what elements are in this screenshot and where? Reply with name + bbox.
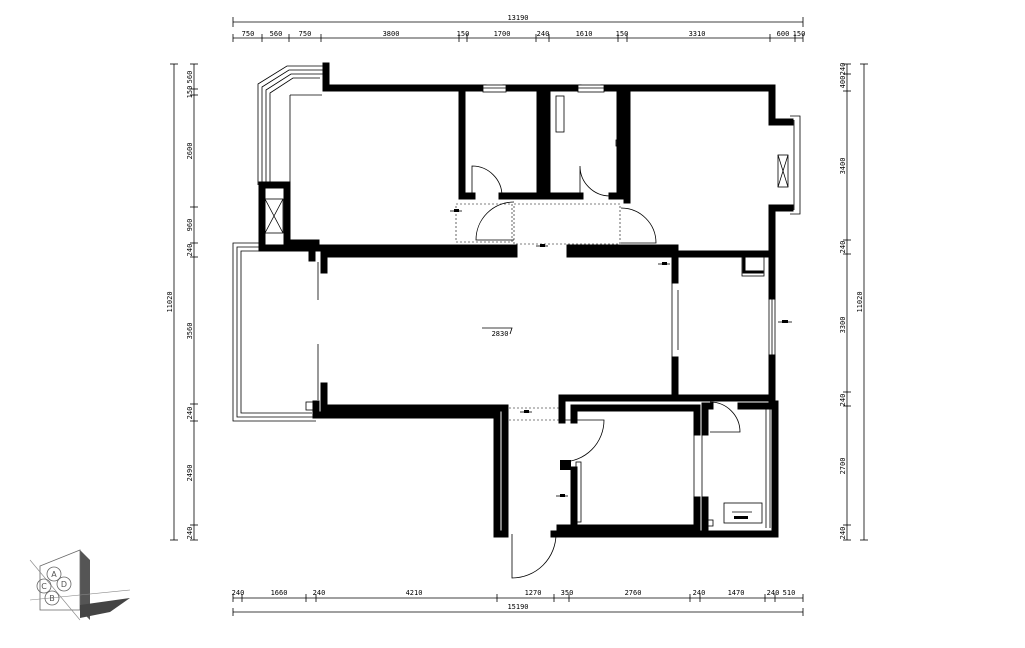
living-room-label: 2830	[482, 327, 513, 338]
top-dim-1: 750	[242, 30, 255, 38]
top-windows	[482, 84, 605, 93]
left-balcony	[232, 242, 319, 422]
right-side-windows	[671, 270, 776, 528]
bottom-dim-ticks	[232, 594, 804, 602]
left-dim-2: 150	[186, 86, 194, 99]
doors	[471, 165, 741, 579]
right-dim-4: 240	[839, 241, 847, 254]
right-dim-2: 400	[839, 76, 847, 89]
bottom-dim-3: 240	[313, 589, 326, 597]
top-dim-12: 150	[793, 30, 806, 38]
top-dim-ticks	[232, 34, 804, 42]
left-dim-7: 240	[186, 407, 194, 420]
bottom-dim-4: 4210	[406, 589, 423, 597]
left-dimension-lines: 11020 560 150 2600 960 240 3560 240 2490…	[166, 63, 198, 541]
fixtures	[555, 95, 765, 527]
bottom-dim-5: 1270	[525, 589, 542, 597]
top-dim-6: 1700	[494, 30, 511, 38]
bottom-dim-8: 240	[693, 589, 706, 597]
top-dim-2: 560	[270, 30, 283, 38]
top-overall-dim: 13190	[507, 14, 528, 22]
exterior-walls	[258, 62, 794, 538]
logo-letter-a: A	[51, 570, 57, 579]
left-dim-8: 2490	[186, 465, 194, 482]
left-overall-dim: 11020	[166, 291, 174, 312]
left-dim-1: 560	[186, 71, 194, 84]
top-dim-10: 3310	[689, 30, 706, 38]
bay-window-top-left	[257, 65, 326, 185]
dashed-openings	[455, 203, 621, 421]
bottom-dim-6: 350	[561, 589, 574, 597]
left-dim-9: 240	[186, 527, 194, 540]
bottom-dim-7: 2760	[625, 589, 642, 597]
bottom-dim-10: 240	[767, 589, 780, 597]
right-overall-dim: 11020	[856, 291, 864, 312]
room-elevation-label: 2830	[492, 330, 509, 338]
bottom-dimension-lines: 240 1660 240 4210 1270 350 2760 240 1470…	[232, 589, 804, 616]
logo-letter-d: D	[61, 580, 67, 589]
right-dim-8: 240	[839, 527, 847, 540]
bay-window-right	[777, 115, 801, 215]
right-dim-1: 240	[839, 63, 847, 76]
right-dim-7: 2700	[839, 458, 847, 475]
elevation-markers	[450, 209, 792, 497]
top-dim-4: 3800	[383, 30, 400, 38]
top-dim-5: 150	[457, 30, 470, 38]
top-dim-7: 240	[537, 30, 550, 38]
logo-letter-c: C	[41, 582, 47, 591]
bottom-overall-dim: 15190	[507, 603, 528, 611]
left-dim-ticks	[190, 63, 198, 541]
left-dim-6: 3560	[186, 323, 194, 340]
bottom-dim-9: 1470	[728, 589, 745, 597]
shaft-top-left	[264, 198, 284, 234]
right-dim-6: 240	[839, 394, 847, 407]
top-dim-3: 750	[299, 30, 312, 38]
logo-letter-b: B	[49, 594, 55, 603]
bottom-dim-11: 510	[783, 589, 796, 597]
interior-walls	[286, 88, 776, 538]
right-dimension-lines: 240 400 3400 240 3300 240 2700 240 11020	[839, 63, 868, 541]
top-dim-9: 150	[616, 30, 629, 38]
right-dim-5: 3300	[839, 317, 847, 334]
top-dimension-lines: 13190 750 560 750 3800 150 1700 240 1610…	[232, 14, 806, 42]
right-dim-3: 3400	[839, 158, 847, 175]
top-dim-11: 600	[777, 30, 790, 38]
left-dim-3: 2600	[186, 143, 194, 160]
left-dim-5: 240	[186, 244, 194, 257]
bottom-dim-2: 1660	[271, 589, 288, 597]
bottom-dim-1: 240	[232, 589, 245, 597]
right-dim-ticks	[843, 63, 851, 541]
acdb-logo: A C D B	[29, 549, 131, 621]
top-dim-8: 1610	[576, 30, 593, 38]
left-dim-4: 960	[186, 219, 194, 232]
